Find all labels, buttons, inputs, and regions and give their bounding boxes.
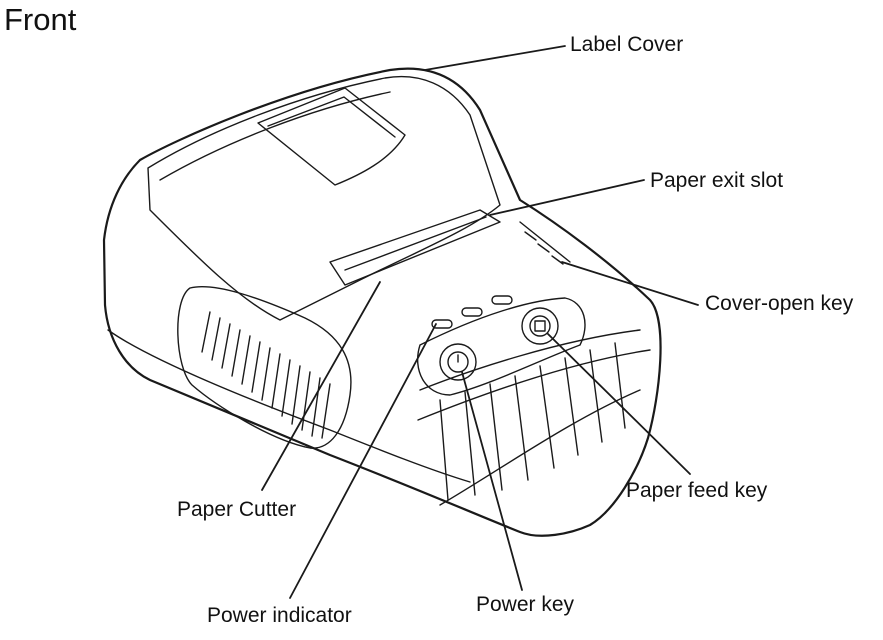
leader-paper-exit-slot (489, 179, 645, 216)
printer-body (102, 67, 662, 537)
front-ridges (439, 342, 626, 501)
leader-paper-cutter (261, 281, 381, 491)
grip-vents (201, 311, 331, 439)
label-cover-label: Label Cover (570, 33, 684, 56)
leader-paper-feed-key (547, 333, 691, 475)
leader-label-cover (424, 45, 566, 71)
leader-lines (261, 45, 699, 599)
leader-power-indicator (289, 323, 437, 599)
power-indicator-label: Power indicator (207, 604, 352, 627)
power-key-label: Power key (476, 593, 575, 616)
leader-power-key (461, 371, 523, 591)
diagram-title: Front (4, 2, 77, 37)
paper-cutter-label: Paper Cutter (177, 498, 297, 521)
leader-cover-open-key (561, 261, 699, 306)
paper-exit-slot-label: Paper exit slot (650, 169, 784, 192)
paper-feed-key-label: Paper feed key (626, 479, 768, 502)
cover-open-key-label: Cover-open key (705, 292, 854, 315)
